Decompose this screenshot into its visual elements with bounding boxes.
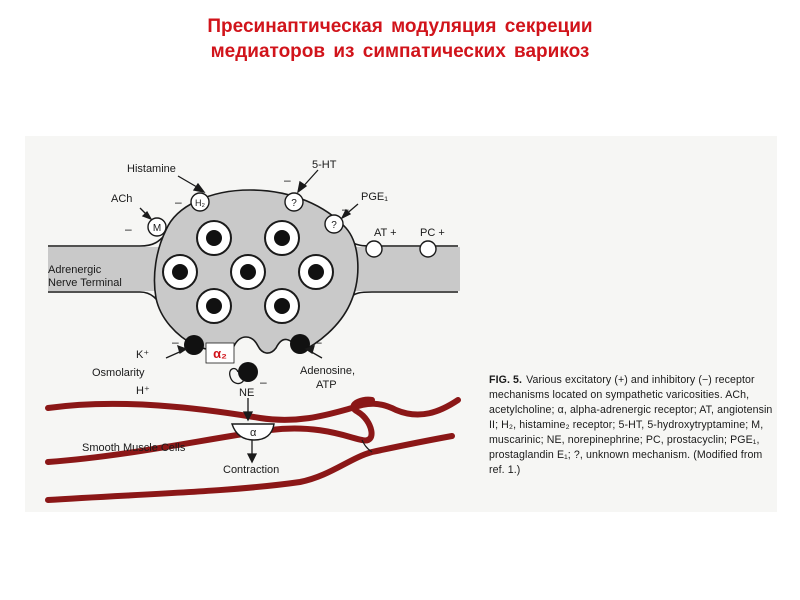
minus-sign: – [342,202,349,216]
vesicle [196,288,232,324]
minus-sign: – [125,222,132,236]
vesicle [264,220,300,256]
label-nerve-terminal-line-1: Adrenergic [48,264,102,276]
inhibitory-signs: – – – – – – – [125,173,349,389]
label-histamine: Histamine [127,163,176,175]
receptor-m: M [147,217,167,237]
alpha2-badge: α₂ [205,342,235,364]
minus-sign: – [284,173,291,187]
receptor-unknown-1-label: ? [291,198,297,209]
figure-caption: FIG. 5.Various excitatory (+) and inhibi… [489,373,781,478]
vesicle [196,220,232,256]
muscle-membrane-upper [45,397,461,423]
vesicle [298,254,334,290]
label-pc: PC + [420,227,445,239]
muscle-junction-line [361,439,373,453]
slide-title-line-2: медиаторов из симпатических варикоз [210,41,590,62]
label-5ht: 5-HT [312,159,337,171]
minus-sign: – [315,335,322,349]
vesicles [162,220,334,324]
label-alpha: α [250,427,257,439]
minus-sign: – [260,375,267,389]
muscle-membrane-middle [45,396,375,465]
label-h-plus: H⁺ [136,385,150,397]
muscle-membrane-lower [45,433,455,503]
slide-title: Пресинаптическая модуляция секреции меди… [0,14,800,64]
receptor-unknown-2: ? [324,214,344,234]
vesicle [162,254,198,290]
vesicle [230,254,266,290]
label-contraction: Contraction [223,464,279,476]
alpha-receptor-muscle [231,423,275,441]
smooth-muscle-cells [45,396,461,503]
label-pge1: PGE₁ [361,191,388,203]
slide-title-line-1: Пресинаптическая модуляция секреции [207,16,593,37]
receptor-m-label: M [153,223,161,234]
minus-sign: – [175,195,182,209]
label-ach: ACh [111,193,132,205]
figure-caption-label: FIG. 5. [489,374,523,386]
alpha2-badge-label: α₂ [213,346,227,361]
label-nerve-terminal-line-2: Nerve Terminal [48,277,122,289]
receptor-pc [419,240,437,258]
label-atp: ATP [316,379,337,391]
label-at: AT + [374,227,397,239]
receptor-h2-label: H₂ [195,198,205,208]
receptor-unknown-2-label: ? [331,220,337,231]
receptor-h2: H₂ [190,192,210,212]
receptor-unknown-1: ? [284,192,304,212]
label-osmolarity: Osmolarity [92,367,145,379]
label-smooth-muscle: Smooth Muscle Cells [82,442,186,454]
arrows [139,169,359,464]
vesicle [264,288,300,324]
figure-caption-text: Various excitatory (+) and inhibitory (−… [489,374,773,476]
label-k-plus: K⁺ [136,349,149,361]
receptor-k-osmolarity [184,335,204,355]
receptor-alpha2 [238,362,258,382]
receptor-at [365,240,383,258]
label-adenosine: Adenosine, [300,365,355,377]
minus-sign: – [172,335,179,349]
receptor-adenosine [290,334,310,354]
label-ne: NE [239,387,254,399]
